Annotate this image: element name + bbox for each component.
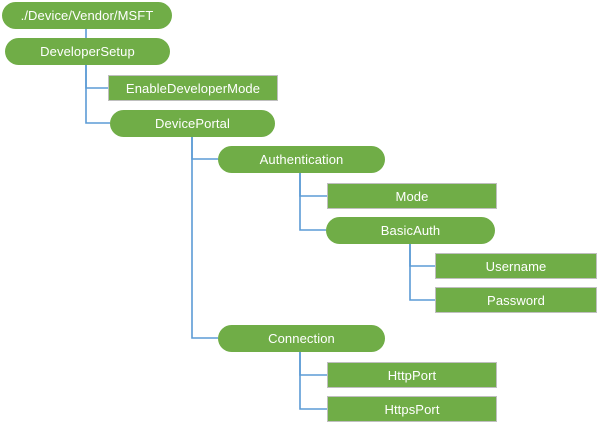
- node-username[interactable]: Username: [435, 253, 597, 279]
- connector-deviceportal-to-authentication: [191, 137, 218, 160]
- connector-developersetup-to-enabledevelopermode: [85, 65, 108, 89]
- node-developersetup[interactable]: DeveloperSetup: [5, 38, 170, 65]
- node-httpport[interactable]: HttpPort: [327, 362, 497, 388]
- connector-authentication-to-mode: [299, 173, 327, 197]
- connector-deviceportal-to-connection: [191, 137, 218, 339]
- connector-developersetup-to-deviceportal: [85, 65, 110, 124]
- connector-connection-to-httpport: [299, 352, 327, 376]
- node-enabledevelopermode[interactable]: EnableDeveloperMode: [108, 75, 278, 101]
- connector-basicauth-to-password: [409, 244, 435, 301]
- node-connection[interactable]: Connection: [218, 325, 385, 352]
- node-mode[interactable]: Mode: [327, 183, 497, 209]
- node-password[interactable]: Password: [435, 287, 597, 313]
- connector-connection-to-httpsport: [299, 352, 327, 410]
- node-root[interactable]: ./Device/Vendor/MSFT: [2, 2, 172, 29]
- node-authentication[interactable]: Authentication: [218, 146, 385, 173]
- connector-authentication-to-basicauth: [299, 173, 326, 231]
- node-deviceportal[interactable]: DevicePortal: [110, 110, 275, 137]
- connector-basicauth-to-username: [409, 244, 435, 267]
- node-basicauth[interactable]: BasicAuth: [326, 217, 495, 244]
- node-httpsport[interactable]: HttpsPort: [327, 396, 497, 422]
